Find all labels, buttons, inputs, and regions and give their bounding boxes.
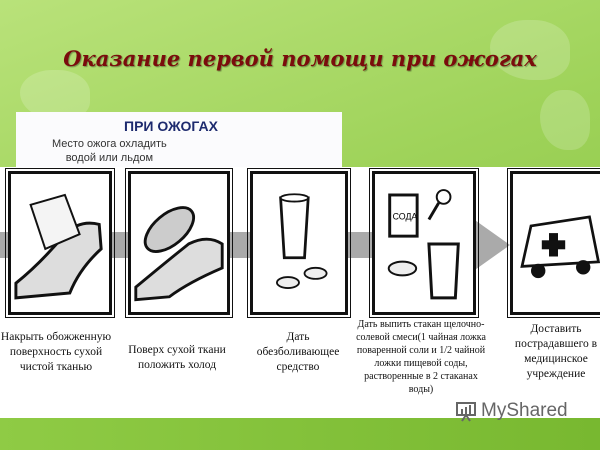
step-5-image <box>507 168 600 318</box>
presentation-icon <box>456 402 476 422</box>
butterfly-decoration <box>490 20 570 80</box>
step-2-caption: Поверх сухой ткани положить холод <box>128 344 226 371</box>
watermark-logo: MyShared <box>455 400 568 422</box>
ambulance-icon <box>520 215 600 279</box>
step-2-image <box>125 168 233 318</box>
header-heading: ПРИ ОЖОГАХ <box>124 118 218 134</box>
slide-title: Оказание первой помощи при ожогах <box>63 46 537 71</box>
flow-arrow-head <box>472 218 510 272</box>
header-panel: ПРИ ОЖОГАХ Место ожога охладить водой ил… <box>16 112 342 170</box>
pills-glass-icon <box>276 193 328 289</box>
step-4-caption: Дать выпить стакан щелочно-солевой смеси… <box>356 319 486 395</box>
foot-cloth-icon <box>14 193 103 300</box>
butterfly-decoration <box>540 90 590 150</box>
footer-bar <box>0 418 600 450</box>
svg-text:СОДА: СОДА <box>393 211 418 221</box>
step-3-caption: Дать обезболивающее средство <box>256 331 340 373</box>
step-5-caption: Доставить пострадавшего в медицинское уч… <box>514 323 598 380</box>
step-4-image: СОДА <box>369 168 479 318</box>
header-subtext: Место ожога охладить водой или льдом <box>52 138 167 164</box>
step-1-image <box>5 168 115 318</box>
butterfly-decoration <box>20 70 90 120</box>
soda-glass-icon: СОДА <box>387 189 460 300</box>
step-1-caption: Накрыть обожженную поверхность сухой чис… <box>0 331 112 373</box>
ice-pack-icon <box>134 206 224 302</box>
step-3-image <box>247 168 351 318</box>
